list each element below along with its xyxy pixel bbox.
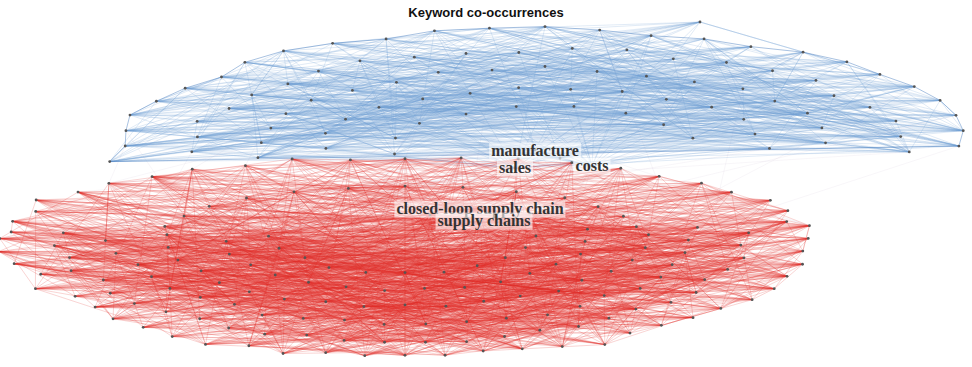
blue-link xyxy=(130,101,156,115)
cross-link xyxy=(109,146,125,183)
blue-link xyxy=(126,22,700,131)
blue-link xyxy=(395,114,466,154)
blue-link xyxy=(283,51,573,106)
blue-link xyxy=(466,36,651,114)
blue-link xyxy=(560,22,700,158)
blue-link xyxy=(700,22,880,74)
blue-link xyxy=(627,22,700,50)
blue-link xyxy=(572,48,711,107)
blue-link xyxy=(571,63,727,90)
blue-link xyxy=(283,30,599,51)
blue-link xyxy=(516,74,880,106)
blue-link xyxy=(600,30,770,148)
red-link xyxy=(71,271,113,319)
blue-link xyxy=(414,57,663,125)
blue-link xyxy=(125,119,345,146)
blue-link xyxy=(395,28,489,138)
blue-link xyxy=(880,74,963,130)
blue-link xyxy=(775,87,914,101)
blue-link xyxy=(110,22,964,168)
blue-link xyxy=(700,22,803,52)
blue-link xyxy=(156,101,466,114)
blue-link xyxy=(283,51,692,138)
blue-link xyxy=(726,63,755,135)
red-link xyxy=(35,289,166,312)
blue-link xyxy=(769,113,807,148)
blue-link xyxy=(574,63,727,107)
blue-link xyxy=(261,22,700,143)
blue-link xyxy=(693,131,963,138)
blue-link xyxy=(318,71,663,125)
red-link xyxy=(0,239,35,289)
blue-link xyxy=(693,138,770,148)
blue-link xyxy=(693,62,847,138)
red-link xyxy=(0,158,809,356)
blue-link xyxy=(396,82,692,138)
blue-link xyxy=(560,152,909,158)
blue-link xyxy=(126,114,466,131)
blue-link xyxy=(283,51,438,72)
blue-link xyxy=(252,95,755,134)
blue-link xyxy=(704,39,825,143)
blue-link xyxy=(626,113,956,115)
blue-link xyxy=(333,28,490,43)
blue-link xyxy=(156,77,221,101)
red-link xyxy=(0,252,75,297)
red-link xyxy=(265,333,630,334)
blue-link xyxy=(185,22,700,88)
blue-link xyxy=(693,87,914,139)
blue-link xyxy=(283,43,332,51)
blue-link xyxy=(346,106,574,119)
blue-link xyxy=(626,36,651,114)
blue-link xyxy=(492,22,700,70)
blue-link xyxy=(271,22,700,128)
blue-link xyxy=(516,107,956,116)
blue-link xyxy=(386,39,395,138)
blue-link xyxy=(283,51,311,100)
blue-link xyxy=(434,31,470,93)
cross-link xyxy=(0,30,959,355)
red-link xyxy=(752,289,774,300)
blue-link xyxy=(622,92,663,125)
blue-link xyxy=(834,96,940,101)
blue-link xyxy=(258,93,470,157)
blue-link xyxy=(286,114,693,139)
blue-link xyxy=(245,62,346,119)
blue-link xyxy=(386,22,700,39)
blue-link xyxy=(626,113,956,115)
blue-link xyxy=(360,61,622,92)
blue-link xyxy=(574,59,673,107)
